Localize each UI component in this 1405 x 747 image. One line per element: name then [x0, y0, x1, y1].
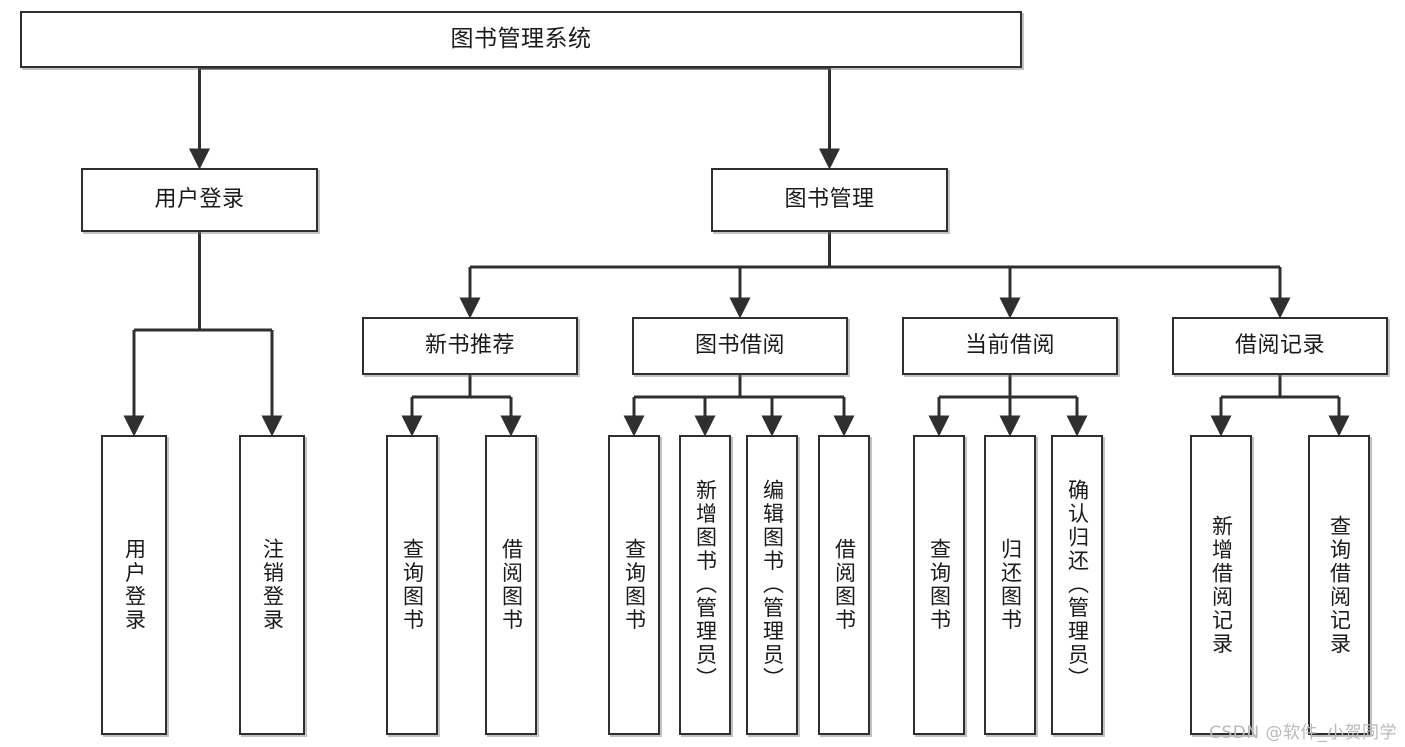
- node-leaf-add-record[interactable]: 新增借阅记录: [1190, 435, 1252, 735]
- node-borrow-record[interactable]: 借阅记录: [1172, 317, 1388, 375]
- node-leaf-query-record-label: 查询借阅记录: [1327, 514, 1352, 656]
- node-leaf-return-book[interactable]: 归还图书: [984, 435, 1036, 735]
- node-new-book-recommend[interactable]: 新书推荐: [362, 317, 578, 375]
- node-leaf-query-book-1-label: 查询图书: [400, 538, 425, 632]
- node-leaf-borrow-book-1[interactable]: 借阅图书: [485, 435, 537, 735]
- node-leaf-user-login[interactable]: 用户登录: [101, 435, 167, 735]
- node-book-management-label: 图书管理: [784, 186, 875, 212]
- node-leaf-user-login-label: 用户登录: [122, 538, 147, 632]
- node-leaf-edit-book[interactable]: 编辑图书（管理员）: [746, 435, 798, 735]
- node-leaf-query-record[interactable]: 查询借阅记录: [1308, 435, 1370, 735]
- node-leaf-query-book-2[interactable]: 查询图书: [608, 435, 660, 735]
- node-leaf-confirm-return-label: 确认归还（管理员）: [1065, 479, 1090, 691]
- node-book-borrow[interactable]: 图书借阅: [632, 317, 848, 375]
- node-user-login-label: 用户登录: [154, 186, 245, 212]
- node-leaf-return-book-label: 归还图书: [998, 538, 1023, 632]
- node-root-label: 图书管理系统: [450, 25, 592, 52]
- node-leaf-add-book[interactable]: 新增图书（管理员）: [679, 435, 731, 735]
- node-leaf-logout-login[interactable]: 注销登录: [239, 435, 305, 735]
- node-current-borrow-label: 当前借阅: [964, 332, 1055, 358]
- node-current-borrow[interactable]: 当前借阅: [902, 317, 1118, 375]
- node-borrow-record-label: 借阅记录: [1234, 332, 1325, 358]
- node-leaf-confirm-return[interactable]: 确认归还（管理员）: [1051, 435, 1103, 735]
- node-new-book-recommend-label: 新书推荐: [424, 332, 515, 358]
- node-leaf-query-book-3[interactable]: 查询图书: [913, 435, 965, 735]
- node-leaf-add-book-label: 新增图书（管理员）: [693, 479, 718, 691]
- node-leaf-logout-login-label: 注销登录: [260, 538, 285, 632]
- node-leaf-borrow-book-2-label: 借阅图书: [832, 538, 857, 632]
- node-leaf-query-book-3-label: 查询图书: [927, 538, 952, 632]
- node-user-login[interactable]: 用户登录: [81, 168, 318, 232]
- node-book-borrow-label: 图书借阅: [694, 332, 785, 358]
- node-leaf-query-book-1[interactable]: 查询图书: [386, 435, 438, 735]
- node-root[interactable]: 图书管理系统: [20, 11, 1022, 68]
- node-leaf-query-book-2-label: 查询图书: [622, 538, 647, 632]
- node-leaf-borrow-book-1-label: 借阅图书: [499, 538, 524, 632]
- node-leaf-borrow-book-2[interactable]: 借阅图书: [818, 435, 870, 735]
- node-leaf-edit-book-label: 编辑图书（管理员）: [760, 479, 785, 691]
- node-leaf-add-record-label: 新增借阅记录: [1209, 514, 1234, 656]
- node-book-management[interactable]: 图书管理: [711, 168, 948, 232]
